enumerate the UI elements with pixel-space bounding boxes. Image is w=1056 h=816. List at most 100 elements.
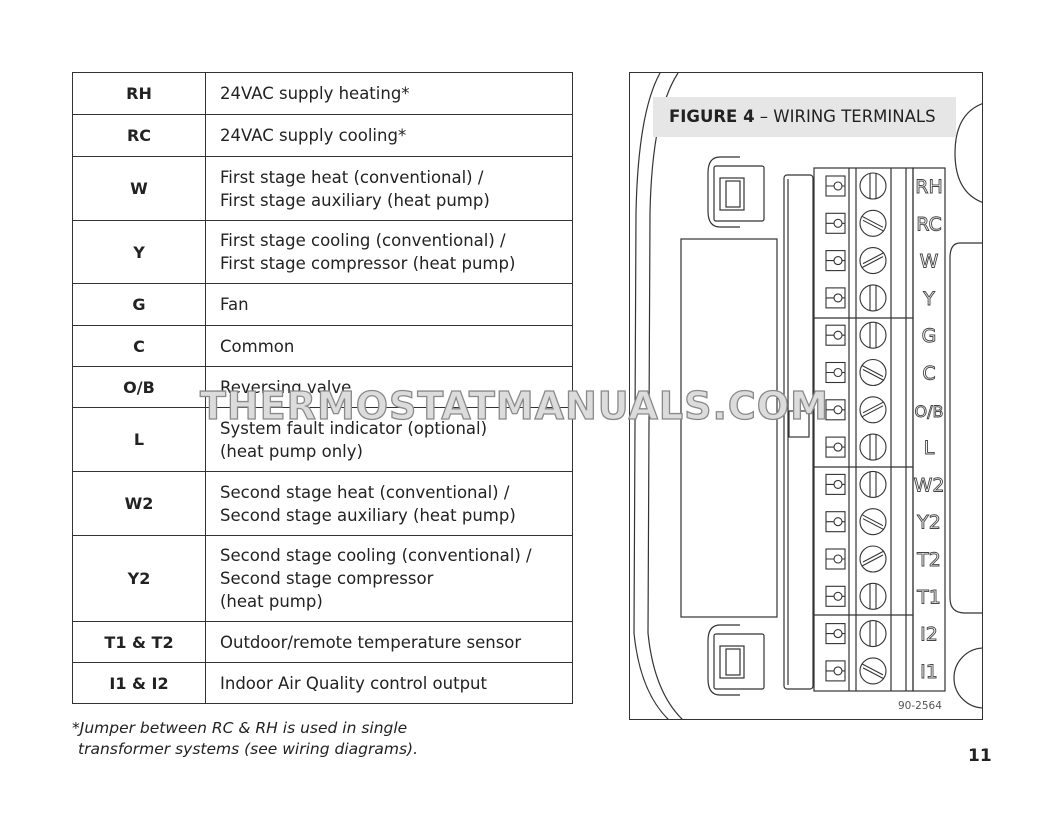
terminal-label: Y <box>922 288 935 310</box>
terminal-code: W <box>72 156 206 221</box>
terminal-label: C <box>922 363 935 385</box>
wire-release-icon <box>825 324 846 346</box>
terminal-code: RC <box>72 114 206 157</box>
description-line: First stage compressor (heat pump) <box>220 254 516 273</box>
label-window <box>680 238 778 618</box>
screw-icon <box>859 620 887 648</box>
description-line: 24VAC supply heating* <box>220 84 410 103</box>
terminal-description: 24VAC supply cooling* <box>205 114 573 157</box>
terminal-code: I1 & I2 <box>72 662 206 704</box>
footnote: *Jumper between RC & RH is used in singl… <box>72 718 418 760</box>
terminal-c: C <box>825 358 936 387</box>
terminal-description: Common <box>205 325 573 367</box>
screw-icon <box>859 247 887 275</box>
screw-icon <box>859 582 887 610</box>
terminal-ob: O/B <box>825 396 944 424</box>
description-line: Common <box>220 336 295 356</box>
bottom-clip <box>707 624 765 696</box>
strip-tab <box>788 410 810 438</box>
screw-icon <box>859 433 887 461</box>
description-line: Outdoor/remote temperature sensor <box>220 632 522 652</box>
description-line: Fan <box>220 295 249 314</box>
wire-release-icon <box>825 399 846 421</box>
description-line: Second stage compressor <box>220 569 434 588</box>
description-line: First stage auxiliary (heat pump) <box>220 190 490 210</box>
table-row: G Fan <box>72 283 573 326</box>
terminal-code: W2 <box>72 471 206 536</box>
terminal-description: System fault indicator (optional)(heat p… <box>205 407 573 472</box>
terminal-t2: T2 <box>825 545 941 573</box>
screw-icon <box>859 321 887 349</box>
description-line: System fault indicator (optional) <box>220 418 488 438</box>
terminal-rc: RC <box>825 209 942 237</box>
wire-release-icon <box>825 548 846 570</box>
terminal-code: T1 & T2 <box>72 621 206 663</box>
watermark: THERMOSTATMANUALS.COM <box>199 383 829 428</box>
table-row: T1 & T2 Outdoor/remote temperature sensor <box>72 621 573 663</box>
terminal-strip <box>783 174 814 690</box>
terminal-w: W <box>825 247 939 275</box>
terminal-i2: I2 <box>825 620 938 648</box>
figure-title: – WIRING TERMINALS <box>754 107 936 126</box>
figure-number: FIGURE 4 <box>669 107 755 126</box>
terminal-code: C <box>72 325 206 367</box>
terminal-label: I2 <box>920 624 938 646</box>
terminal-y: Y <box>825 284 936 312</box>
description-line: Second stage auxiliary (heat pump) <box>220 505 516 525</box>
terminal-rh: RH <box>825 172 943 200</box>
terminal-label: I1 <box>920 661 938 683</box>
terminal-label: T2 <box>916 549 941 571</box>
description-line: Reversing valve <box>220 377 352 397</box>
terminal-description: Outdoor/remote temperature sensor <box>205 621 573 663</box>
terminal-description: Second stage heat (conventional) / Second… <box>205 471 573 536</box>
terminal-w2: W2 <box>825 470 945 498</box>
terminal-label: L <box>924 437 935 459</box>
terminal-label: RH <box>915 176 943 198</box>
screw-icon <box>859 470 887 498</box>
table-row: W First stage heat (conventional) / First … <box>72 156 573 221</box>
terminal-block <box>813 167 914 692</box>
screw-icon <box>859 209 887 237</box>
wire-release-icon <box>825 660 846 682</box>
figure-caption: FIGURE 4 – WIRING TERMINALS <box>653 97 956 137</box>
terminal-code: G <box>72 283 206 326</box>
terminal-description: First stage cooling (conventional) /Firs… <box>205 220 573 284</box>
right-panel <box>949 242 982 614</box>
screw-icon <box>859 284 887 312</box>
terminal-t1: T1 <box>825 582 941 610</box>
terminal-description: Reversing valve <box>205 366 573 408</box>
wiring-terminals-figure: FIGURE 4 – WIRING TERMINALS <box>629 72 983 720</box>
wire-release-icon <box>825 175 846 197</box>
description-line: Second stage cooling (conventional) / <box>220 546 532 565</box>
wire-release-icon <box>825 511 846 533</box>
screw-icon <box>859 657 887 685</box>
terminal-code: Y2 <box>72 535 206 622</box>
part-number: 90-2564 <box>898 700 942 712</box>
description-line: Second stage heat (conventional) / <box>220 482 510 502</box>
screw-icon <box>859 172 887 200</box>
top-clip <box>707 156 765 228</box>
wire-release-icon <box>825 287 846 309</box>
terminal-label: O/B <box>915 402 944 421</box>
housing-outline <box>633 73 669 719</box>
terminal-label: Y2 <box>916 512 941 534</box>
terminal-l: L <box>825 433 935 461</box>
footnote-line: *Jumper between RC & RH is used in singl… <box>72 719 408 737</box>
terminal-y2: Y2 <box>825 508 941 536</box>
right-knob-top <box>954 103 982 203</box>
label-column <box>912 167 946 692</box>
footnote-line: transformer systems (see wiring diagrams… <box>78 740 419 758</box>
terminal-code: Y <box>72 220 206 284</box>
description-line: First stage heat (conventional) / <box>220 167 484 187</box>
wire-release-icon <box>825 212 846 234</box>
terminal-i1: I1 <box>825 657 938 685</box>
right-knob-bottom <box>953 647 982 709</box>
screw-icon <box>859 545 887 573</box>
